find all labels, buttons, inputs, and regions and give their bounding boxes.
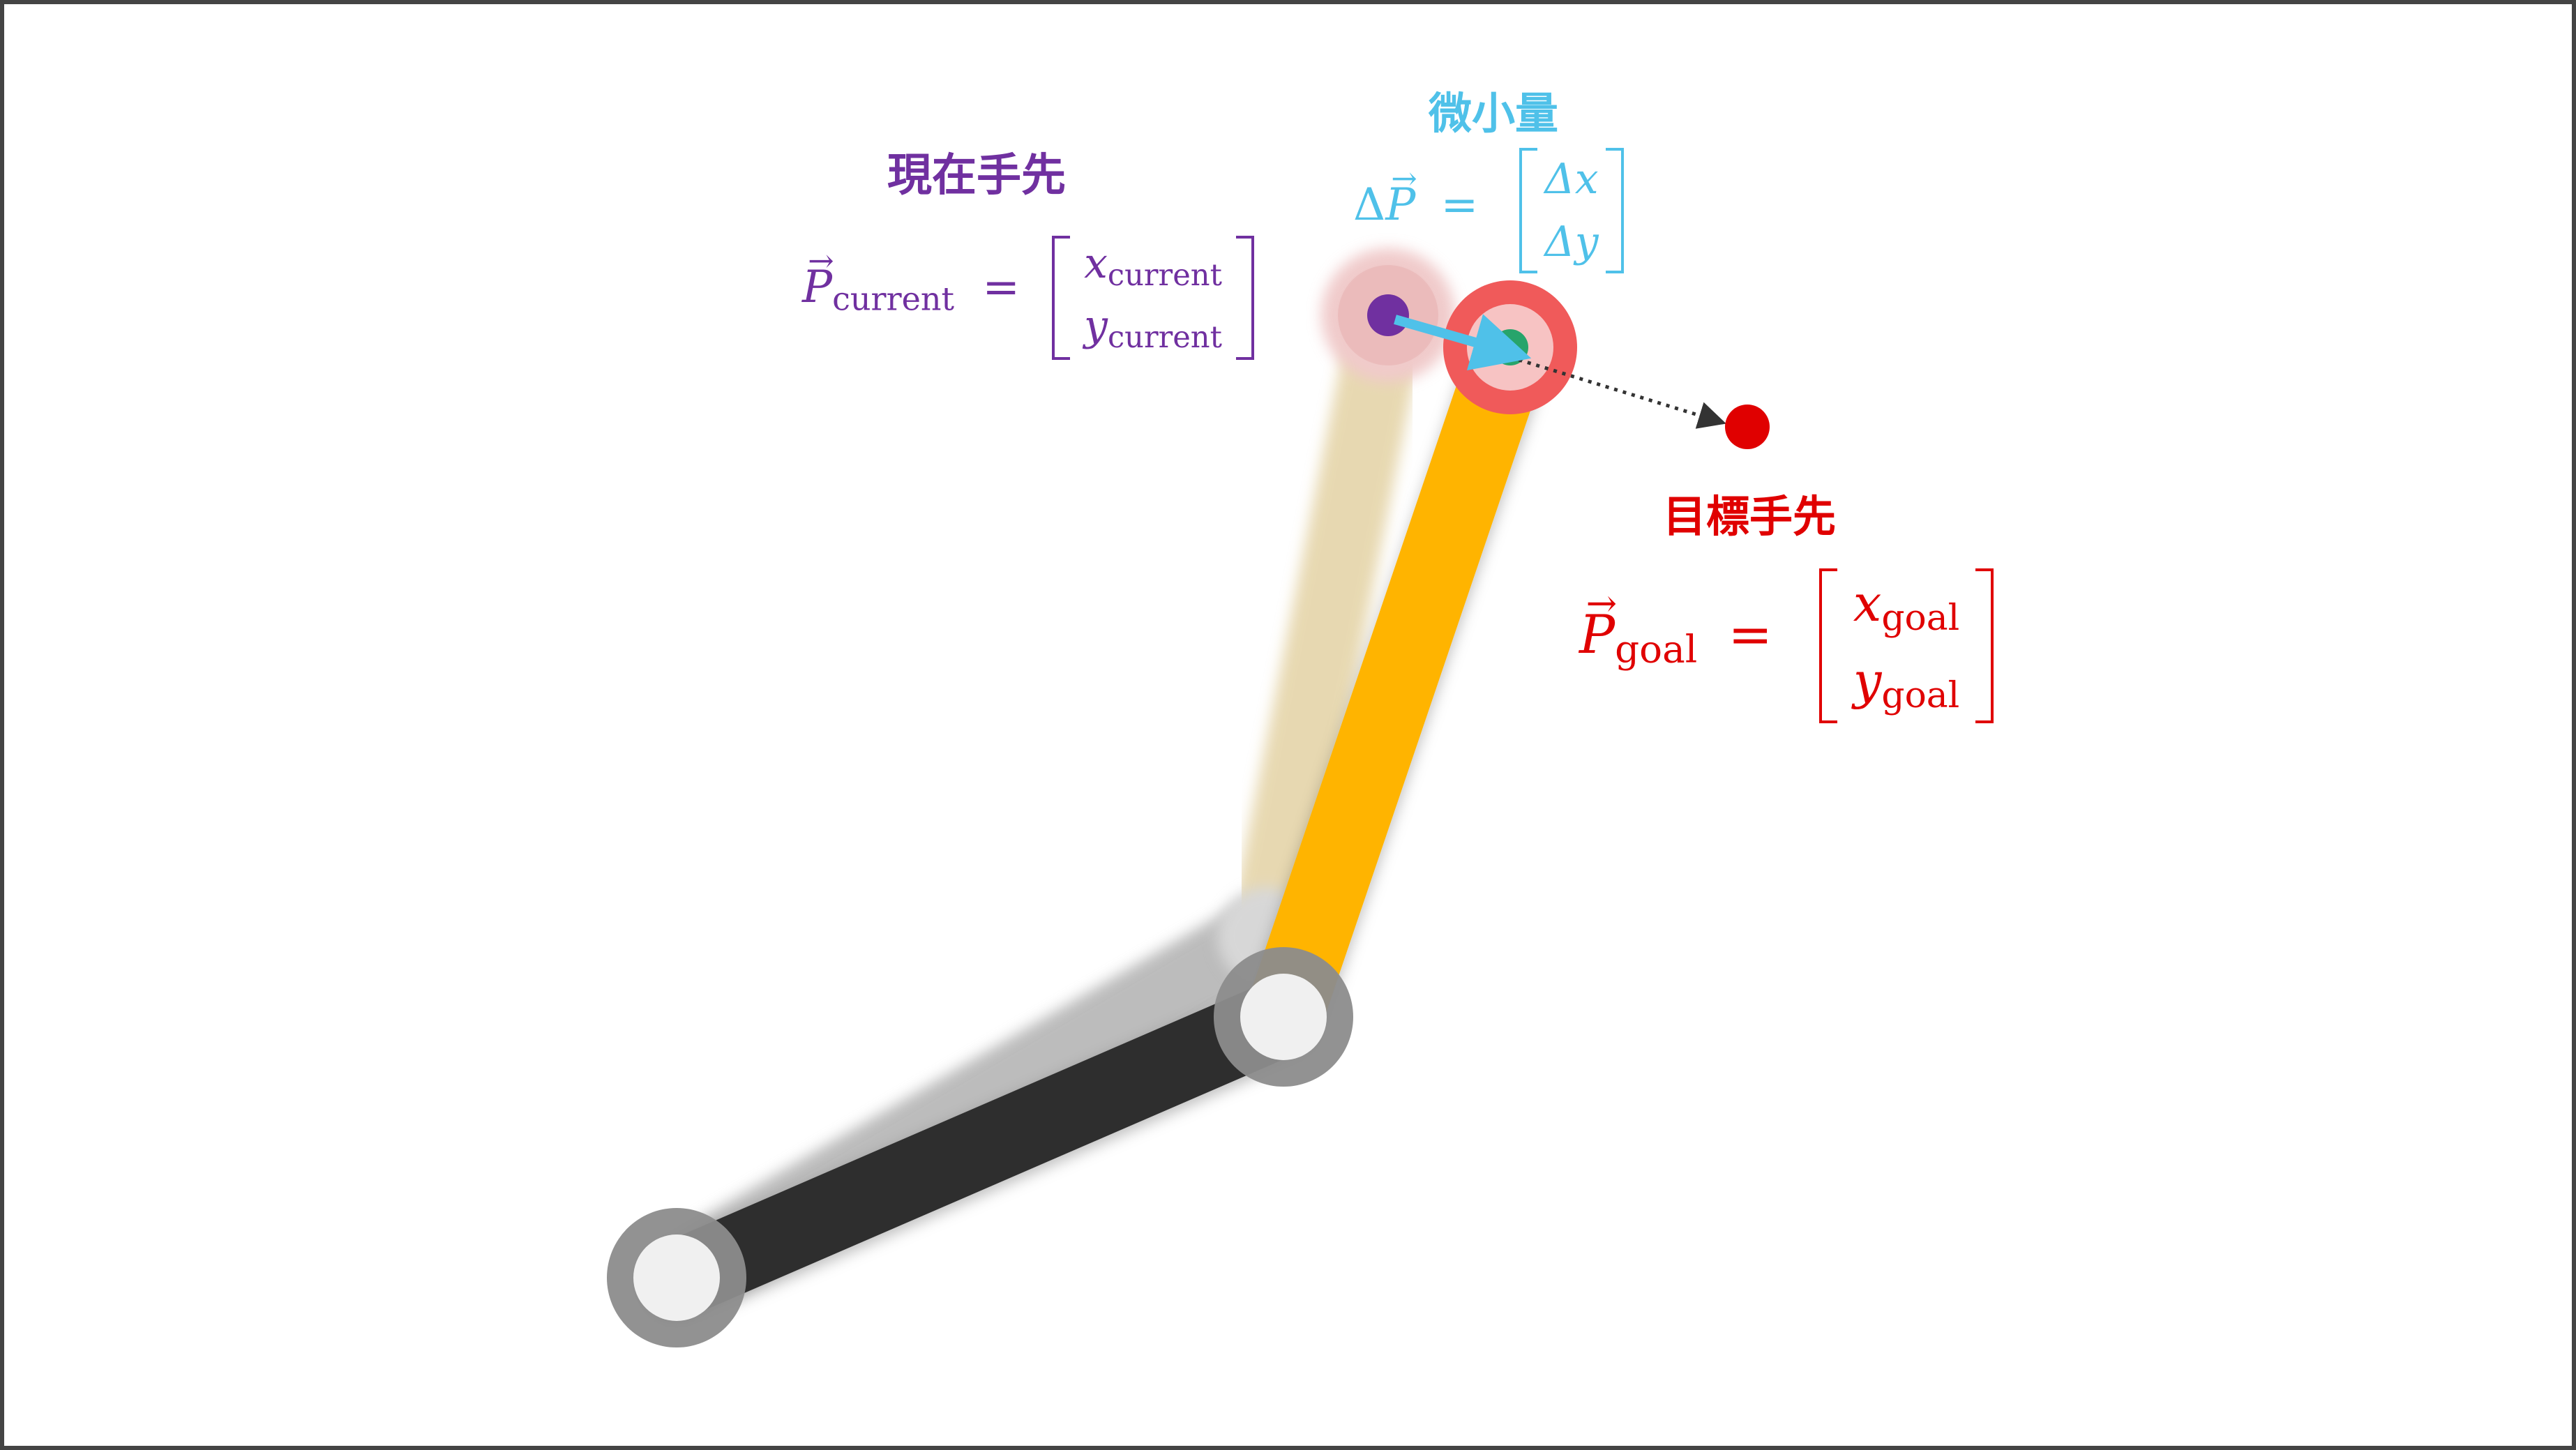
base-joint-face [633, 1234, 720, 1321]
goal-row2-symbol: y [1853, 651, 1882, 710]
goal-row2-sub: goal [1881, 674, 1960, 716]
goal-lhs-sub: goal [1615, 626, 1698, 672]
goal-eq: = [1728, 603, 1773, 665]
goal-title: 目標手先 [1663, 491, 1837, 542]
current-row2-sub: current [1107, 319, 1222, 355]
delta-lhs-prefix: Δ [1353, 179, 1386, 231]
arrow-icon [1394, 314, 1532, 371]
current-tip [1338, 265, 1438, 365]
delta-row-1: Δx [1544, 155, 1599, 204]
current-row-2: ycurrent [1084, 305, 1222, 353]
goal-matrix: xgoal ygoal [1819, 568, 1994, 723]
delta-row-2: Δy [1544, 218, 1599, 266]
goal-row1-symbol: x [1853, 573, 1882, 633]
link-1 [638, 978, 1323, 1319]
goal-lhs-symbol: P [1579, 585, 1617, 661]
delta-lhs-symbol: P [1385, 163, 1417, 227]
current-eq: = [982, 262, 1020, 313]
dot-icon [1367, 294, 1409, 336]
delta-matrix: Δx Δy [1519, 148, 1624, 273]
current-matrix: xcurrent ycurrent [1052, 236, 1254, 360]
goal-lhs: Pgoal = [1579, 585, 1772, 668]
current-lhs: Pcurrent = [802, 246, 1020, 318]
elbow-joint-face [1240, 974, 1327, 1060]
goal-point-dot-icon [1725, 405, 1770, 449]
current-row2-symbol: y [1084, 301, 1108, 350]
base-joint [607, 1208, 746, 1347]
current-title: 現在手先 [887, 150, 1066, 202]
goal-row-2: ygoal [1853, 656, 1960, 714]
current-row1-symbol: x [1084, 239, 1108, 288]
current-row-1: xcurrent [1084, 243, 1222, 291]
dotted-arrow-icon [1509, 355, 1726, 429]
current-lhs-symbol: P [802, 246, 834, 310]
current-row1-sub: current [1107, 257, 1222, 293]
elbow-joint [1214, 947, 1353, 1087]
goal-row-1: xgoal [1853, 578, 1959, 637]
current-lhs-sub: current [832, 280, 955, 318]
goal-row1-sub: goal [1881, 596, 1960, 639]
ghost-link-2 [1229, 310, 1425, 944]
delta-eq: = [1440, 179, 1479, 231]
delta-lhs: ΔP = [1353, 163, 1478, 227]
link-2 [1246, 336, 1548, 1029]
delta-title: 微小量 [1429, 88, 1559, 139]
